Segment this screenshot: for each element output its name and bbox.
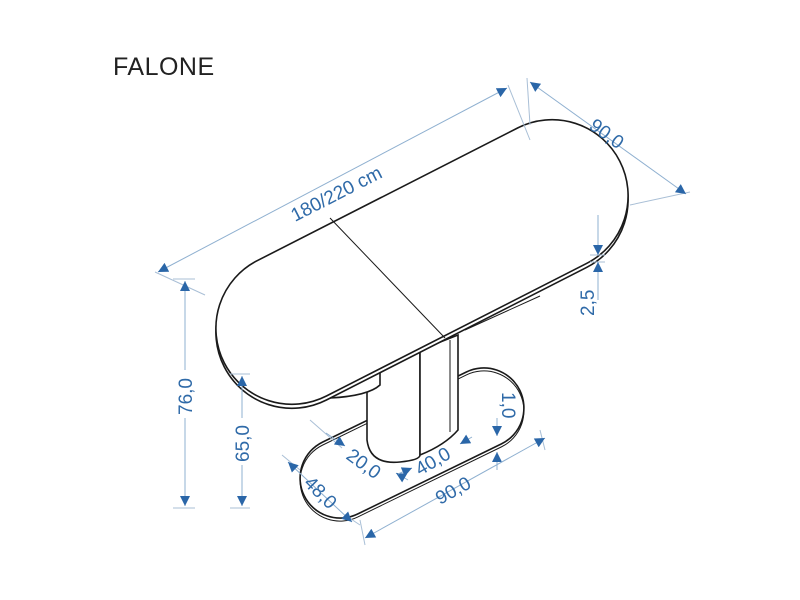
svg-text:2,5: 2,5 — [578, 290, 599, 316]
dimension-underframe-height: 65,0 — [230, 373, 254, 509]
extension-rail — [464, 295, 541, 331]
svg-text:90,0: 90,0 — [432, 473, 475, 509]
product-title: FALONE — [113, 53, 215, 81]
dimension-top-thickness: 2,5 — [578, 215, 605, 316]
svg-text:1,0: 1,0 — [497, 392, 518, 418]
svg-text:76,0: 76,0 — [176, 378, 197, 415]
svg-text:65,0: 65,0 — [233, 425, 254, 462]
dimension-height: 76,0 — [173, 278, 197, 509]
